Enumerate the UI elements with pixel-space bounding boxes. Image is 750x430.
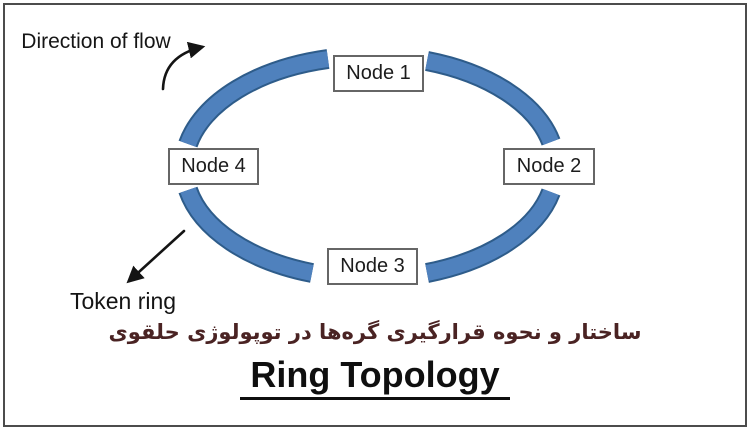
token-ring-label: Token ring (69, 288, 177, 314)
node-4-box: Node 4 (168, 148, 259, 185)
title-row: Ring Topology (0, 354, 750, 401)
node-1-label: Node 1 (346, 62, 411, 84)
node-4-label: Node 4 (181, 155, 246, 177)
arc-body (180, 51, 330, 147)
ring-arc-bottom-left (178, 186, 314, 283)
token-ring-arrow (126, 229, 186, 284)
node-3-box: Node 3 (327, 248, 418, 285)
node-3-label: Node 3 (340, 255, 405, 277)
ring-arc-top-left (178, 49, 330, 148)
direction-of-flow-label: Direction of flow (21, 30, 171, 53)
node-1-box: Node 1 (333, 55, 424, 92)
node-2-label: Node 2 (516, 155, 582, 177)
ring-arc-top-right (425, 51, 561, 146)
ring-arc-bottom-right (425, 188, 561, 283)
page-title: Ring Topology (240, 354, 510, 401)
arc-body (425, 53, 559, 146)
arc-body (180, 187, 314, 281)
node-2-box: Node 2 (503, 148, 595, 185)
arc-body (425, 188, 559, 281)
persian-caption: ساختار و نحوه قرارگیری گره‌ها در توپولوژ… (108, 320, 642, 344)
ring (178, 49, 561, 283)
direction-of-flow-arrow (161, 41, 206, 91)
